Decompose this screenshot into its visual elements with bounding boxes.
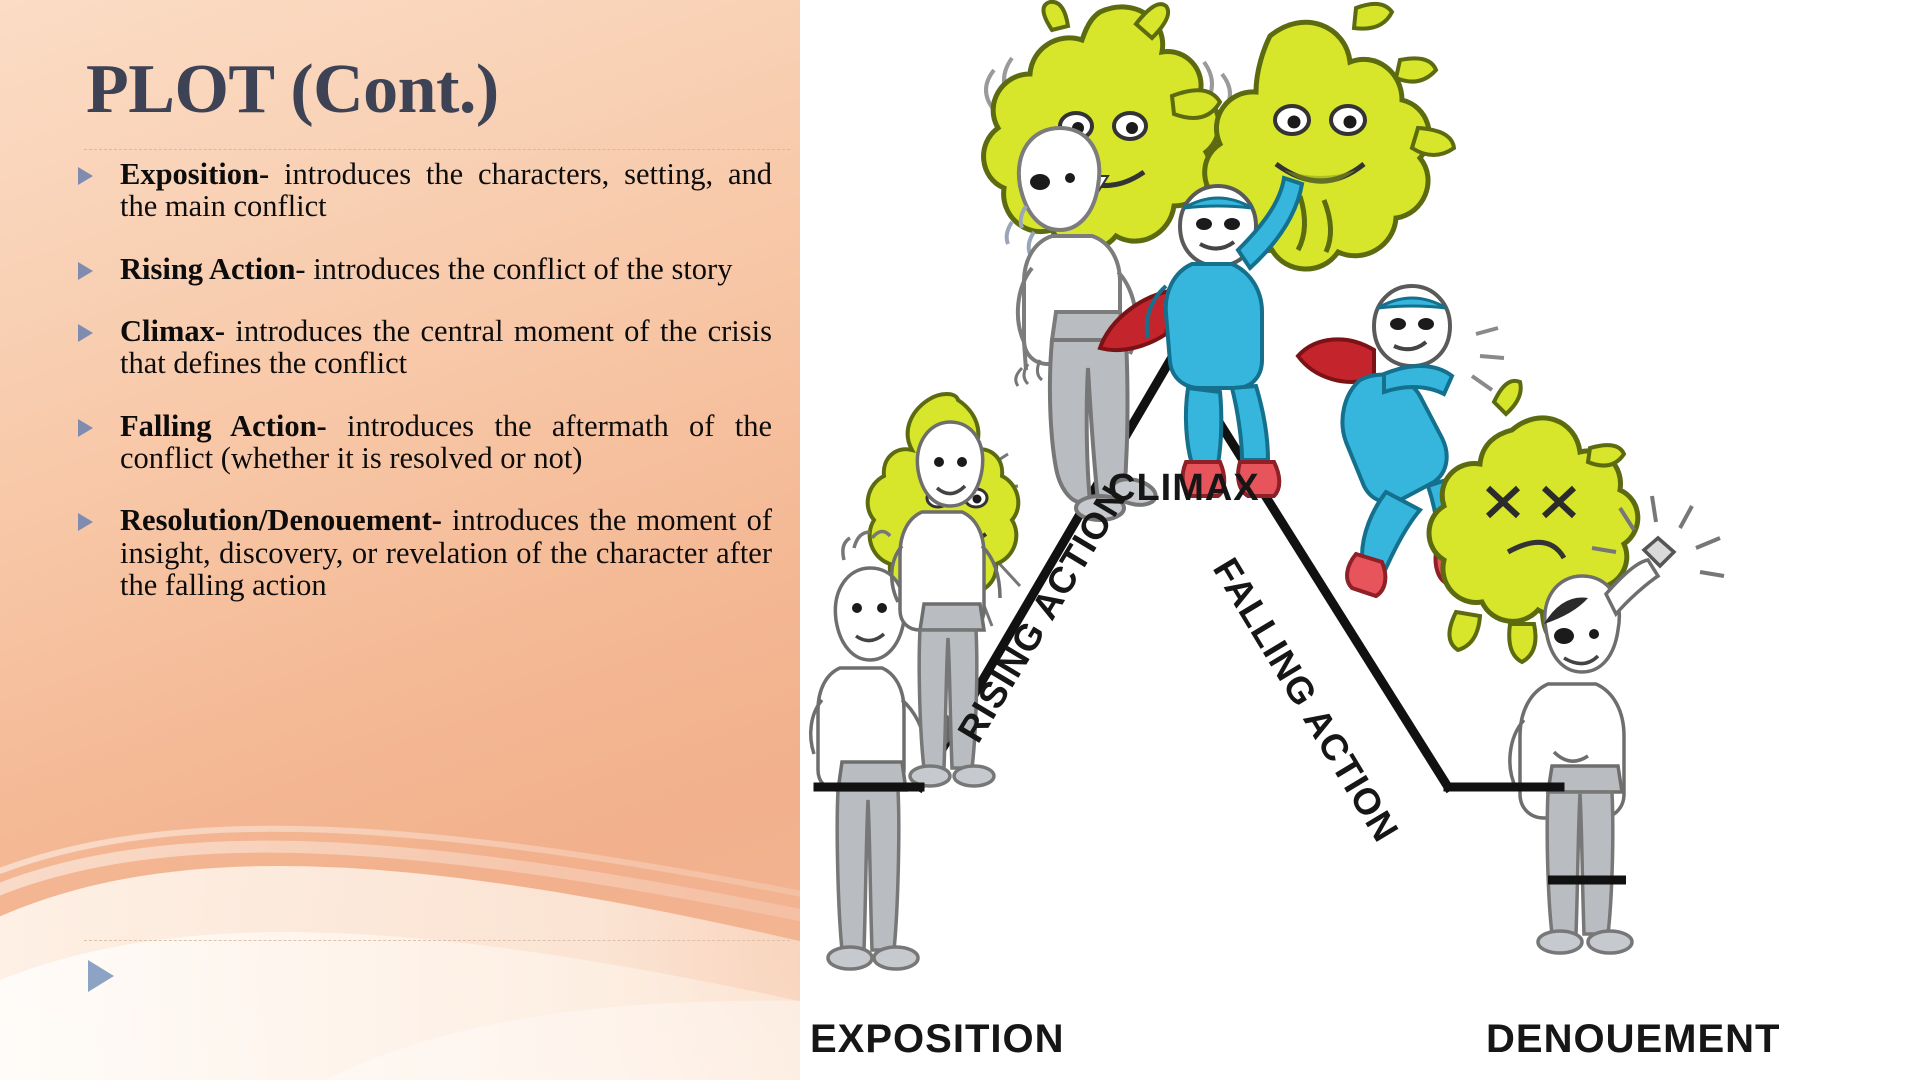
character-denouement-man — [1508, 495, 1725, 955]
bullet-lead: Exposition- — [120, 157, 270, 191]
bullet-body: introduces the characters, setting, and … — [120, 157, 772, 224]
list-item: Resolution/Denouement- introduces the mo… — [72, 504, 772, 601]
bullet-lead: Rising Action — [120, 251, 296, 286]
list-item: Climax- introduces the central moment of… — [72, 315, 772, 380]
bullet-text: Exposition- introduces the characters, s… — [120, 158, 772, 223]
title-divider — [84, 149, 790, 150]
bullet-body: introduces the aftermath of the conflict… — [120, 408, 772, 475]
decorative-swoosh-graphic — [0, 825, 800, 1080]
bullet-list: Exposition- introduces the characters, s… — [72, 158, 772, 625]
character-hero-climax — [1097, 175, 1305, 498]
play-triangle-icon[interactable] — [88, 960, 114, 992]
bullet-triangle-icon — [78, 261, 93, 280]
bullet-lead: Falling Action- — [120, 408, 327, 443]
monster-large-center-icon — [1202, 1, 1457, 272]
list-item: Falling Action- introduces the aftermath… — [72, 408, 772, 475]
label-exposition: EXPOSITION — [810, 1017, 1065, 1061]
list-item: Rising Action- introduces the conflict o… — [72, 251, 772, 286]
bullet-body: - introduces the conflict of the story — [295, 251, 733, 286]
label-climax: CLIMAX — [1108, 467, 1260, 509]
slide-left-panel: PLOT (Cont.) Exposition- introduces the … — [0, 0, 800, 1080]
monster-large-left-icon — [981, 0, 1232, 522]
footer-divider — [84, 940, 790, 941]
character-rising-man — [890, 420, 1002, 788]
list-item: Exposition- introduces the characters, s… — [72, 158, 772, 223]
bullet-triangle-icon — [78, 418, 93, 437]
bullet-text: Rising Action- introduces the conflict o… — [120, 251, 772, 286]
label-denouement: DENOUEMENT — [1486, 1017, 1780, 1061]
bullet-text: Falling Action- introduces the aftermath… — [120, 408, 772, 475]
bullet-text: Resolution/Denouement- introduces the mo… — [120, 504, 772, 601]
bullet-lead: Resolution/Denouement- — [120, 503, 442, 538]
plot-diagram-panel: CLIMAX RISING ACTION FALLING ACTION EXPO… — [800, 0, 1920, 1080]
bullet-body: introduces the moment of insight, discov… — [120, 503, 772, 602]
bullet-triangle-icon — [78, 167, 93, 185]
plot-diagram-image: CLIMAX RISING ACTION FALLING ACTION EXPO… — [808, 0, 1780, 1061]
bullet-triangle-icon — [78, 513, 93, 532]
bullet-lead: Climax- — [120, 313, 226, 348]
bullet-triangle-icon — [78, 323, 93, 342]
bullet-text: Climax- introduces the central moment of… — [120, 315, 772, 380]
monster-defeated-icon — [1426, 379, 1641, 665]
bullet-body: introduces the central moment of the cri… — [120, 313, 772, 381]
page-title: PLOT (Cont.) — [86, 51, 499, 128]
